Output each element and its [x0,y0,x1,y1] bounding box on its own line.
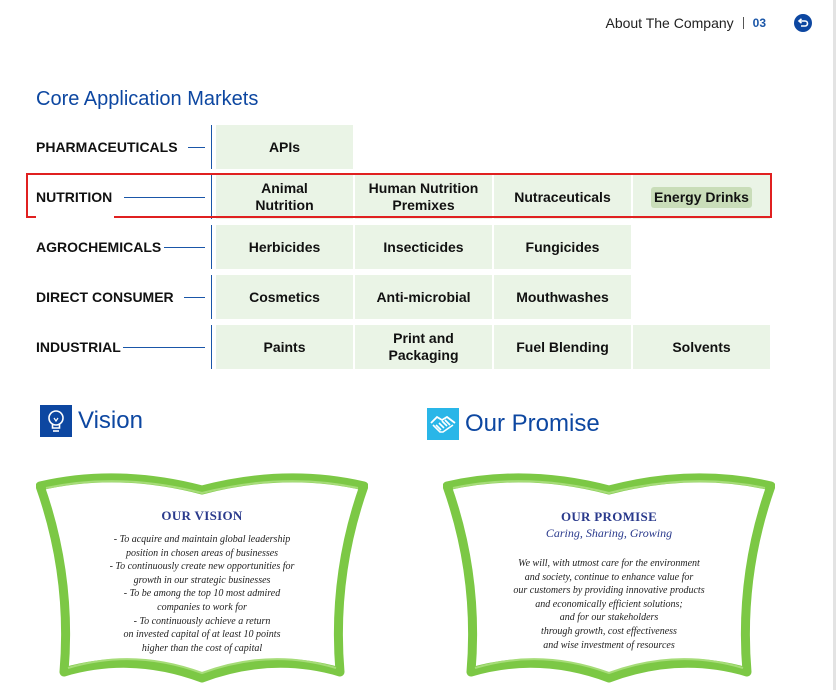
market-cell-highlighted: Energy Drinks [633,175,770,219]
leaf-frame [36,473,368,683]
market-label: NUTRITION [36,175,115,219]
divider [211,125,212,169]
promise-text: OUR PROMISE Caring, Sharing, Growing We … [443,509,775,652]
section-title: Core Application Markets [36,88,259,110]
promise-card-subtitle: Caring, Sharing, Growing [545,526,673,540]
promise-line: and wise investment of resources [543,639,675,651]
back-arrow-icon [797,18,809,27]
market-label: AGROCHEMICALS [36,225,164,269]
back-button[interactable] [794,14,812,32]
promise-title: Our Promise [465,410,600,437]
divider [211,325,212,369]
market-cell: Paints [216,325,353,369]
promise-card-title: OUR PROMISE [560,509,658,524]
promise-heading: Our Promise [427,408,600,440]
vision-line: - To acquire and maintain global leaders… [113,534,291,545]
divider [211,225,212,269]
market-row-pharmaceuticals: PHARMACEUTICALS APIs [0,125,836,169]
page-number: 03 [752,16,766,30]
promise-line: our customers by providing innovative pr… [513,585,705,597]
vision-card-title: OUR VISION [161,508,243,523]
market-label: INDUSTRIAL [36,325,123,369]
cell-text: Nutraceuticals [514,188,611,205]
highlighted-text: Energy Drinks [651,186,752,208]
vision-line: position in chosen areas of businesses [125,547,279,559]
connector-line [188,147,205,148]
promise-line: We will, with utmost care for the enviro… [518,558,700,569]
divider [211,175,212,219]
connector-line [124,197,205,198]
market-cell: Herbicides [216,225,353,269]
vision-line: higher than the cost of capital [141,642,263,654]
lightbulb-icon [40,405,72,437]
market-cell: Cosmetics [216,275,353,319]
leaf-frame [443,473,775,683]
market-label: DIRECT CONSUMER [36,275,176,319]
promise-card: OUR PROMISE Caring, Sharing, Growing We … [443,466,775,686]
promise-line: and society, continue to enhance value f… [524,571,694,583]
market-row-agrochemicals: AGROCHEMICALS Herbicides Insecticides Fu… [0,225,836,269]
market-cell: Anti-microbial [355,275,492,319]
handshake-icon [427,408,459,440]
market-cell: Mouthwashes [494,275,631,319]
vision-line: growth in our strategic businesses [133,574,271,586]
scrollbar[interactable] [833,0,836,690]
vision-title: Vision [78,407,143,434]
vision-text: OUR VISION - To acquire and maintain glo… [36,508,368,655]
promise-line: and economically efficient solutions; [535,598,683,610]
connector-line [164,247,205,248]
market-cell: Solvents [633,325,770,369]
connector-line [118,347,205,348]
market-cell: APIs [216,125,353,169]
market-cell: Nutraceuticals [494,175,631,219]
vision-line: - To be among the top 10 most admired [123,588,281,600]
market-cell: Fungicides [494,225,631,269]
vision-line: - To continuously create new opportuniti… [109,561,295,573]
market-label: PHARMACEUTICALS [36,125,180,169]
divider [211,275,212,319]
page-header: About The Company 03 [605,13,812,33]
vision-line: - To continuously achieve a return [133,615,271,627]
vision-line: companies to work for [157,601,247,613]
vision-heading: Vision [40,405,143,437]
market-row-direct-consumer: DIRECT CONSUMER Cosmetics Anti-microbial… [0,275,836,319]
promise-line: through growth, cost effectiveness [541,625,677,637]
market-cell: Insecticides [355,225,492,269]
header-separator [742,17,744,29]
vision-line: on invested capital of at least 10 point… [123,629,281,641]
promise-line: and for our stakeholders [559,612,659,624]
connector-line [184,297,205,298]
header-title: About The Company [605,15,734,31]
market-cell: Fuel Blending [494,325,631,369]
vision-card: OUR VISION - To acquire and maintain glo… [36,466,368,686]
